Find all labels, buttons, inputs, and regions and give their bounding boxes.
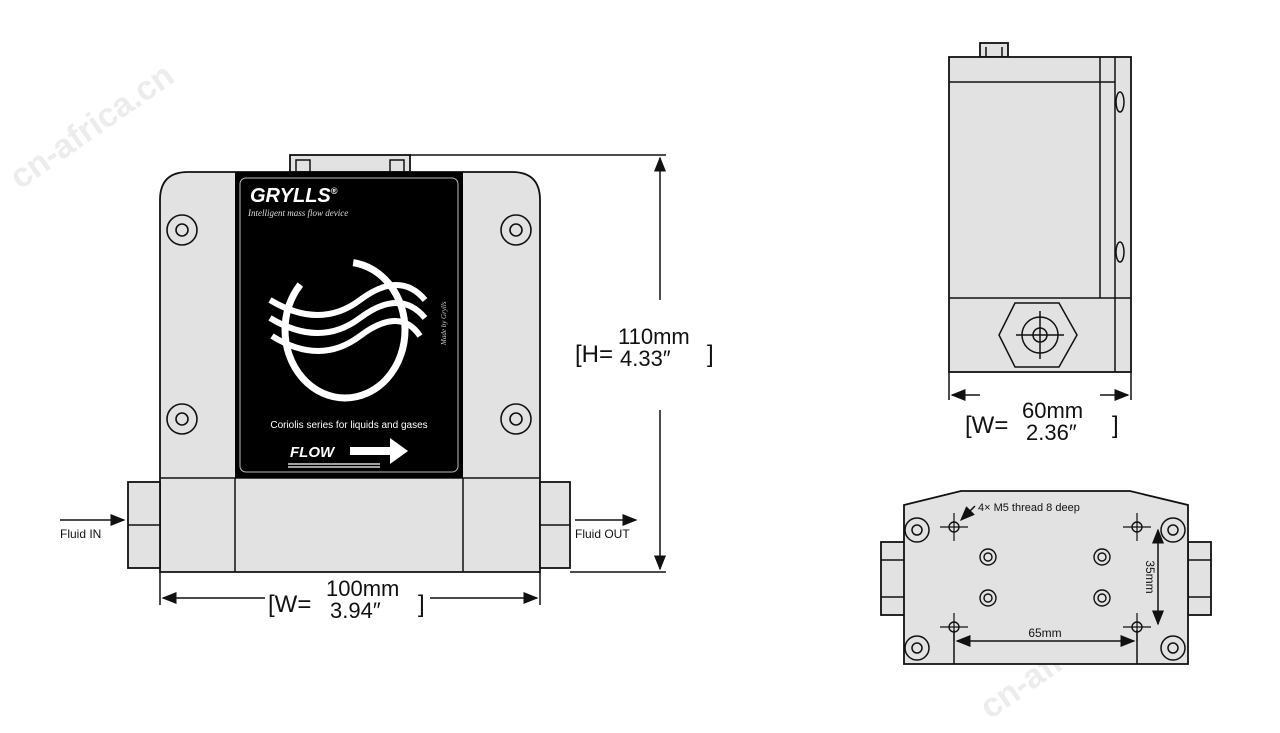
svg-text:[W=: [W=: [268, 591, 311, 618]
screw-icon: [500, 214, 532, 246]
front-view: GRYLLS® Intelligent mass flow device Mad…: [60, 154, 714, 623]
spacing-x-label: 65mm: [1028, 626, 1061, 640]
svg-text:3.94″: 3.94″: [330, 598, 381, 623]
top-connector: [289, 154, 411, 173]
fluid-in-label: Fluid IN: [60, 527, 101, 541]
svg-text:[W=: [W=: [965, 412, 1008, 439]
bottom-view: 4× M5 thread 8 deep 65mm 35mm: [880, 490, 1212, 665]
side-view: [W= 60mm 2.36″ ]: [948, 42, 1132, 445]
series-text: Coriolis series for liquids and gases: [270, 420, 427, 431]
side-width-dimension: [W= 60mm 2.36″ ]: [965, 398, 1119, 445]
svg-text:110mm: 110mm: [618, 324, 690, 349]
watermark: cn-africa.cn: [3, 56, 181, 197]
svg-text:4.33″: 4.33″: [620, 346, 671, 371]
spacing-y-label: 35mm: [1143, 560, 1157, 593]
svg-text:]: ]: [707, 341, 714, 368]
svg-text:[H=: [H=: [575, 341, 613, 368]
tagline: Intelligent mass flow device: [247, 208, 348, 218]
svg-text:60mm: 60mm: [1022, 398, 1083, 423]
svg-text:100mm: 100mm: [326, 576, 399, 601]
screw-icon: [500, 403, 532, 435]
thread-note: 4× M5 thread 8 deep: [978, 502, 1080, 514]
width-dimension: [W= 100mm 3.94″ ]: [268, 576, 425, 623]
flow-arrow-icon: [350, 438, 408, 464]
svg-text:]: ]: [418, 591, 425, 618]
screw-icon: [166, 214, 198, 246]
made-by-text: Made by Grylls: [440, 301, 448, 346]
coriolis-logo-icon: [268, 258, 428, 402]
fluid-out-label: Fluid OUT: [575, 527, 630, 541]
height-dimension: [H= 110mm 4.33″ ]: [575, 324, 714, 371]
screw-icon: [166, 403, 198, 435]
brand-logo: GRYLLS®: [250, 185, 338, 207]
flow-label: FLOW: [290, 444, 336, 461]
svg-text:2.36″: 2.36″: [1026, 420, 1077, 445]
svg-text:]: ]: [1112, 412, 1119, 439]
front-label-panel: GRYLLS® Intelligent mass flow device Mad…: [235, 172, 463, 478]
